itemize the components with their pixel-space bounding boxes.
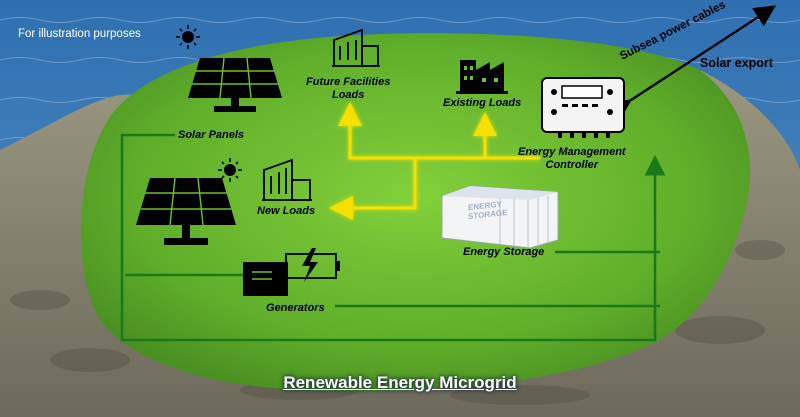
sun-icon-top	[176, 25, 200, 49]
label-existing-loads: Existing Loads	[443, 97, 522, 109]
existing-loads-windows	[464, 66, 498, 82]
label-generators: Generators	[266, 302, 325, 314]
rock-texture	[10, 240, 785, 405]
solar-panel-grid-bottom	[141, 177, 231, 226]
solar-panel-icon-bottom	[136, 178, 236, 245]
subsea-cable-arrow	[608, 5, 777, 121]
future-facilities-icon	[332, 28, 380, 67]
label-controller: Energy Management Controller	[518, 146, 626, 171]
label-energy-storage: Energy Storage	[463, 246, 545, 258]
green-circuit	[120, 133, 666, 342]
label-solar-panels: Solar Panels	[178, 129, 245, 141]
energy-storage-icon	[441, 185, 559, 249]
flow-to-future-facilities	[338, 102, 505, 160]
solar-panel-grid-top	[192, 57, 279, 99]
new-loads-icon	[262, 158, 312, 201]
yellow-flows	[329, 102, 540, 220]
sun-icon-bottom	[218, 158, 242, 182]
generators-icon	[243, 248, 340, 296]
illustration-note: For illustration purposes	[18, 28, 141, 40]
solar-export-label: Solar export	[700, 56, 773, 70]
lightning-icon	[302, 248, 318, 282]
label-new-loads: New Loads	[257, 205, 316, 217]
flow-to-new-loads	[329, 158, 417, 220]
controller-icon	[541, 77, 625, 138]
solar-panel-icon-top	[188, 58, 282, 112]
circuit-left-loop	[120, 133, 666, 342]
label-future-facilities: Future Facilities Loads	[306, 76, 391, 101]
diagram-title: Renewable Energy Microgrid	[283, 373, 517, 392]
